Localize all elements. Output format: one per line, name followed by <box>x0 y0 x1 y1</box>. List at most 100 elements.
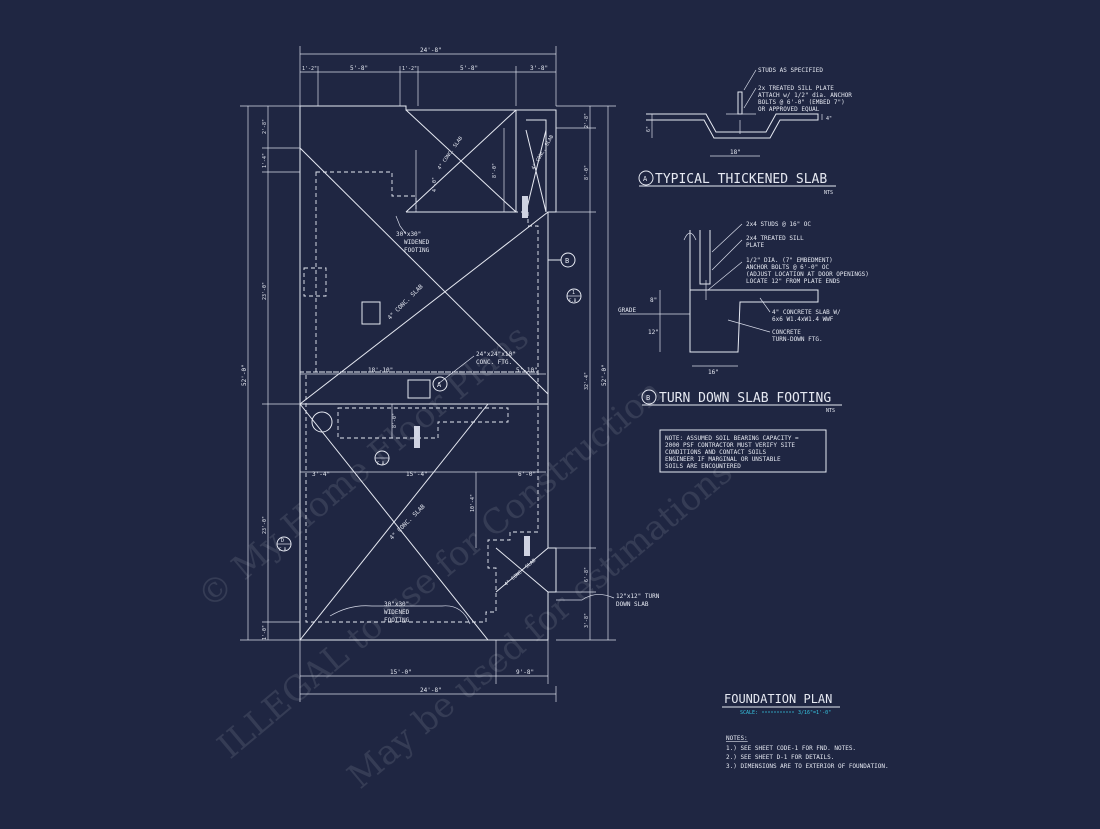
dim-interior: 5'-10" <box>516 367 538 374</box>
slab-label: 4" CONC. SLAB <box>531 134 556 171</box>
svg-text:CONC. FTG.: CONC. FTG. <box>476 359 512 366</box>
detail-a-label: ATTACH w/ 1/2" dia. ANCHOR <box>758 92 852 99</box>
detail-a-tag-letter: A <box>643 175 648 183</box>
svg-text:NOTE: ASSUMED SOIL BEARING CAP: NOTE: ASSUMED SOIL BEARING CAPACITY = <box>665 435 799 442</box>
column-pad <box>303 267 327 297</box>
dimension-lines: 24'-8" 1'-2" 5'-8" 1'-2" 5'-8" 3'-8" 15'… <box>240 46 616 702</box>
detail-a-dim: 6" <box>646 126 652 132</box>
watermark: © My Home Floor Plans ILLEGAL to use for… <box>190 317 740 797</box>
detail-b-scale: NTS <box>826 408 835 414</box>
svg-text:2000 PSF CONTRACTOR MUST VERIF: 2000 PSF CONTRACTOR MUST VERIFY SITE <box>665 442 795 449</box>
detail-b-wall <box>689 230 711 290</box>
svg-text:WIDENED: WIDENED <box>384 609 410 616</box>
detail-b-dim: 16" <box>708 369 719 376</box>
section-tag-b: B <box>548 252 576 268</box>
column-pad-round <box>311 411 333 433</box>
top-bumpout <box>406 109 517 213</box>
detail-a-stud <box>737 91 743 115</box>
section-tag-d: D F.B <box>276 536 292 552</box>
widened-footing-callout-bottom: 30"x30" WIDENED FOOTING <box>329 601 471 625</box>
dim-interior: 10'-4" <box>470 494 476 512</box>
svg-text:12"x12" TURN: 12"x12" TURN <box>616 593 660 600</box>
detail-b-label: 4" CONCRETE SLAB W/ <box>772 309 841 316</box>
section-tag-a: A <box>432 376 448 392</box>
section-tag-c: F.B <box>374 450 390 466</box>
dim-bottom-seg: 15'-0" <box>390 669 412 676</box>
detail-a-label: BOLTS @ 6'-0" (EMBED 7") <box>758 99 845 106</box>
dim-interior: 8'-0" <box>492 163 498 178</box>
detail-b-label: 1/2" DIA. (7" EMBEDMENT) <box>746 257 833 264</box>
dim-top-overall: 24'-8" <box>420 47 442 54</box>
dim-interior: 18'-10" <box>368 367 393 374</box>
detail-b-label: ANCHOR BOLTS @ 6'-0" OC <box>746 264 829 271</box>
slab-diagonal <box>299 403 489 641</box>
detail-b-label: LOCATE 12" FROM PLATE ENDS <box>746 278 840 285</box>
watermark-line: © My Home Floor Plans <box>190 317 537 617</box>
svg-text:DOWN SLAB: DOWN SLAB <box>616 601 649 608</box>
svg-text:ENGINEER IF MARGINAL OR UNSTAB: ENGINEER IF MARGINAL OR UNSTABLE <box>665 456 781 463</box>
svg-text:F.B: F.B <box>569 298 577 303</box>
scale-value: 3/16"=1'-0" <box>798 710 831 716</box>
foundation-inner-dashed-lower <box>305 371 539 623</box>
detail-a-tag <box>638 170 654 186</box>
svg-text:WIDENED: WIDENED <box>404 239 430 246</box>
dim-bottom-seg: 9'-8" <box>516 669 534 676</box>
dim-left-seg: 23'-0" <box>262 282 268 300</box>
svg-text:D: D <box>281 538 284 544</box>
detail-b-label: CONCRETE <box>772 329 801 336</box>
bump-diagonal <box>405 109 517 213</box>
dim-top-seg: 5'-8" <box>460 65 478 72</box>
concrete-footing-callout: 24"x24"x10" CONC. FTG. <box>437 351 516 385</box>
detail-a-label: 2x TREATED SILL PLATE <box>758 85 834 92</box>
svg-text:F.B: F.B <box>377 461 385 466</box>
hatched-post <box>524 536 530 556</box>
detail-b-tag <box>641 389 657 405</box>
dim-right-seg: 6'-8" <box>584 567 590 582</box>
dim-top-seg: 3'-8" <box>530 65 548 72</box>
dim-left-overall: 52'-0" <box>241 364 248 386</box>
dim-right-seg: 3'-8" <box>584 613 590 628</box>
dim-interior: 3'-4" <box>312 471 330 478</box>
detail-b-tag-letter: B <box>646 394 650 402</box>
slab-label: 4" CONC. SLAB <box>386 283 424 321</box>
svg-text:CONDITIONS AND CONTACT SOILS: CONDITIONS AND CONTACT SOILS <box>665 449 767 456</box>
dim-interior: 6'-0" <box>518 471 536 478</box>
svg-text:B: B <box>565 257 569 265</box>
svg-text:FOOTING: FOOTING <box>384 617 410 624</box>
svg-text:1: 1 <box>572 290 575 296</box>
detail-a-label: OR APPROVED EQUAL <box>758 106 820 113</box>
detail-b-label: 6x6 W1.4xW1.4 WWF <box>772 316 834 323</box>
turn-down-callout: 12"x12" TURN DOWN SLAB <box>556 593 660 608</box>
svg-text:30"x30": 30"x30" <box>384 601 409 608</box>
detail-a-dim: 18" <box>730 149 741 156</box>
slab-label: 4" CONC. SLAB <box>503 558 537 588</box>
bump-diagonal <box>525 129 547 213</box>
bump-diagonal <box>495 547 549 593</box>
column-pad <box>407 379 431 399</box>
top-bumpout-2 <box>526 119 547 212</box>
column-pad <box>361 301 381 325</box>
detail-b-section <box>689 289 819 353</box>
detail-a-title: TYPICAL THICKENED SLAB <box>655 172 827 187</box>
slab-diagonal <box>299 147 549 395</box>
scale-label: SCALE: <box>740 710 758 716</box>
detail-a-dim: 4" <box>826 116 832 122</box>
svg-text:30"x30": 30"x30" <box>396 231 421 238</box>
widened-footing-callout-top: 30"x30" WIDENED FOOTING <box>395 215 430 254</box>
dim-right-seg: 8'-0" <box>584 165 590 180</box>
plan-title: FOUNDATION PLAN <box>724 692 832 706</box>
detail-b-grade: GRADE <box>618 307 636 314</box>
detail-b-label: 2x4 TREATED SILL <box>746 235 804 242</box>
svg-text:24"x24"x10": 24"x24"x10" <box>476 351 516 358</box>
soil-bearing-note: NOTE: ASSUMED SOIL BEARING CAPACITY = 20… <box>659 429 827 473</box>
svg-text:FOOTING: FOOTING <box>404 247 430 254</box>
note-item: 3.) DIMENSIONS ARE TO EXTERIOR OF FOUNDA… <box>726 763 889 770</box>
detail-a-label: STUDS AS SPECIFIED <box>758 67 823 74</box>
thickened-band-dashed <box>300 371 538 439</box>
dim-top-seg: 1'-2" <box>402 66 417 72</box>
detail-b-label: (ADJUST LOCATION AT DOOR OPENINGS) <box>746 271 869 278</box>
detail-b-turn-down-footing: 2x4 STUDS @ 16" OC 2x4 TREATED SILL PLAT… <box>618 221 869 414</box>
dim-top-seg: 1'-2" <box>302 66 317 72</box>
dim-interior: 15'-4" <box>406 471 428 478</box>
